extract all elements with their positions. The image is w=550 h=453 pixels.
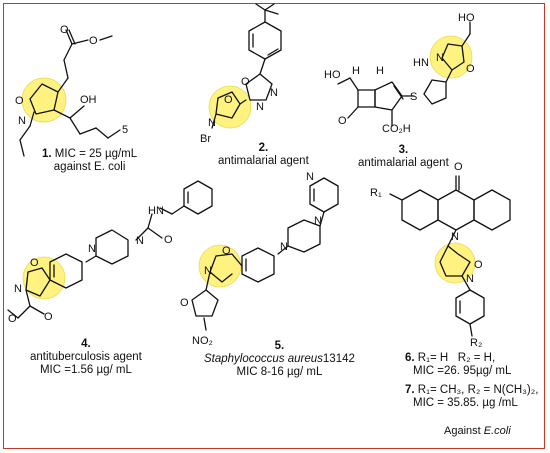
atom-label: N (208, 117, 216, 129)
substituent-r1: R₁= H (417, 352, 449, 364)
atom-label: H (352, 65, 360, 77)
atom-label: N (280, 241, 288, 253)
substituent-r1: R₁= CH₃, (417, 384, 465, 396)
atom-label: N (204, 265, 212, 277)
atom-label: O (180, 297, 189, 309)
atom-label: N (466, 273, 474, 285)
atom-label: O (224, 94, 233, 106)
atom-label: O (44, 311, 53, 323)
atom-label: O (454, 161, 463, 173)
caption-line: MIC =1.56 µg/ mL (39, 364, 132, 376)
atom-label: O (15, 95, 24, 107)
strain-number: 13142 (322, 353, 355, 365)
atom-label: N (136, 235, 144, 247)
compound-number: 4. (81, 338, 91, 350)
atom-label: N (436, 52, 444, 64)
compound-number: 6. (405, 352, 415, 364)
atom-label: H (376, 65, 384, 77)
atom-label: NO₂ (192, 335, 213, 347)
note-prefix: Against (444, 425, 484, 437)
compound-4-structure: N N HN O O N O O (7, 180, 213, 325)
compound-number: 3. (398, 144, 409, 156)
atom-label: N (314, 215, 322, 227)
compound-number: 2. (258, 142, 269, 154)
compound-4-caption: 4. antituberculosis agent MIC =1.56 µg/ … (30, 338, 142, 377)
substituent-r2: R₂ = N(CH₃)₂, (467, 384, 539, 396)
atom-label: O (30, 257, 39, 269)
atom-label: N (88, 243, 96, 255)
atom-label: O (164, 234, 173, 246)
atom-label: HO (324, 69, 341, 81)
compound-5-caption: 5. Staphylococcus aureus13142 MIC 8-16 µ… (204, 340, 355, 379)
atom-label: N (256, 101, 264, 113)
compound-3-structure: HO H H O CO₂H S HN N O HO (324, 12, 475, 135)
mic-value: MIC = 35.85. µg /mL (413, 397, 518, 409)
atom-label: O (474, 259, 483, 271)
atom-label: O (89, 35, 98, 47)
note-organism: E.coli (483, 425, 511, 437)
atom-label: R₁ (370, 187, 382, 199)
caption-line: against E. coli (53, 161, 126, 173)
compound-3-caption: 3. antimalarial agent (358, 144, 449, 170)
compound-2-caption: 2. antimalarial agent (218, 142, 309, 168)
atom-label: HN (148, 205, 164, 217)
atom-label: N (451, 231, 459, 243)
compound-number: 1. (42, 148, 52, 160)
organism-name: Staphylococcus aureus (204, 353, 323, 365)
atom-label: S (410, 91, 417, 103)
compound-number: 7. (405, 384, 415, 396)
isoxazoline-highlight-2 (208, 85, 252, 129)
compound-6-caption: 6. R₁= H R₂ = H, MIC =26. 95µg/ mL (405, 352, 511, 378)
caption-line: antituberculosis agent (30, 351, 142, 363)
mic-value: MIC =26. 95µg/ mL (413, 365, 512, 377)
atom-label: N (270, 87, 278, 99)
atom-label: N (18, 115, 26, 127)
compound-7-caption: 7. R₁= CH₃, R₂ = N(CH₃)₂, MIC = 35.85. µ… (405, 384, 538, 410)
caption-line: MIC = 25 µg/mL (54, 148, 138, 160)
atom-label: Br (200, 133, 211, 145)
compound-6-7-structure: O R₁ N O N R₂ (370, 161, 511, 349)
atom-label: HN (413, 57, 429, 69)
atom-label: N (306, 171, 314, 183)
atom-label: N (14, 283, 22, 295)
atom-label: O (338, 115, 347, 127)
atom-label: CO₂H (382, 123, 411, 135)
compound-1-caption: 1. MIC = 25 µg/mL against E. coli (42, 148, 137, 174)
compound-5-structure: N N N O N O NO₂ (180, 171, 339, 347)
atom-label: O (60, 24, 69, 36)
atom-label: R₂ (470, 337, 482, 349)
atom-label: O (8, 313, 17, 325)
atom-label: HO (458, 12, 475, 24)
atom-label: O (222, 245, 231, 257)
compound-number: 5. (274, 340, 285, 352)
caption-line: antimalarial agent (358, 157, 449, 169)
atom-label: 5 (122, 124, 128, 136)
atom-label: O (241, 76, 250, 88)
compound-1-structure: O N OH O O 5 (15, 24, 128, 157)
compound-2-structure: O N N O N Br (200, 3, 282, 145)
atom-label: OH (80, 94, 97, 106)
caption-line: antimalarial agent (218, 155, 309, 167)
substituent-r2: R₂ = H, (457, 352, 496, 364)
target-organism-note: Against E.coli (444, 425, 511, 438)
caption-line: MIC 8-16 µg/ mL (236, 366, 323, 378)
atom-label: O (466, 63, 475, 75)
